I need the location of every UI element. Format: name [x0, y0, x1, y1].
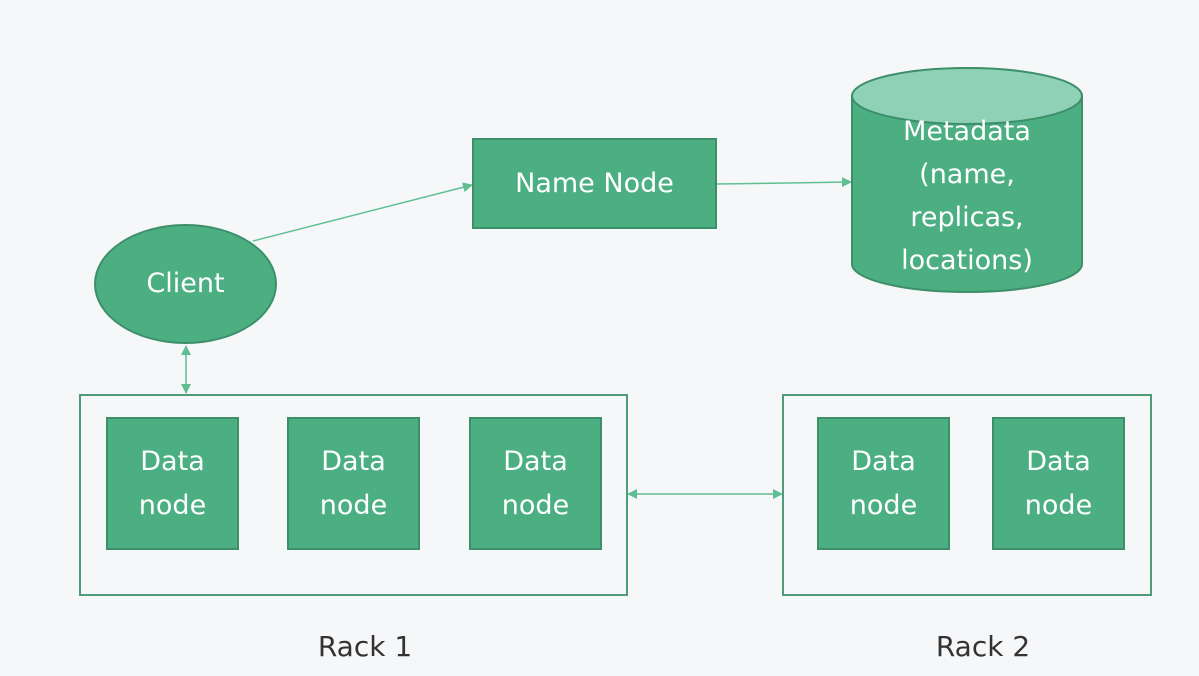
- client-label: Client: [146, 268, 225, 300]
- data-node-label-line1: Data: [851, 446, 916, 478]
- data-node-label-line1: Data: [1026, 446, 1091, 478]
- client-ellipse: Client: [94, 224, 277, 344]
- data-node-label-line2: node: [1024, 489, 1093, 521]
- rack-2-label: Rack 2: [935, 630, 1031, 663]
- edge-name-node-to-metadata: [716, 177, 852, 188]
- metadata-line-2: (name,: [919, 159, 1015, 190]
- data-node-label-line2: node: [319, 489, 388, 521]
- data-node-label-line2: node: [501, 489, 570, 521]
- edge-client-to-name-node: [252, 182, 473, 242]
- metadata-line-1: Metadata: [903, 116, 1031, 147]
- metadata-line-3: replicas,: [910, 202, 1024, 233]
- rack-1-label: Rack 1: [317, 630, 413, 663]
- data-node-label-line2: node: [138, 489, 207, 521]
- metadata-text: Metadata (name, replicas, locations): [852, 110, 1082, 282]
- data-node-label-line1: Data: [503, 446, 568, 478]
- name-node-label: Name Node: [515, 167, 674, 199]
- rack-2-container: [782, 394, 1152, 596]
- data-node-label-line2: node: [849, 489, 918, 521]
- rack-1-data-node-3: Data node: [469, 417, 602, 550]
- rack-2-data-node-1: Data node: [817, 417, 950, 550]
- rack-1-data-node-1: Data node: [106, 417, 239, 550]
- rack-1-container: [79, 394, 628, 596]
- data-node-label-line1: Data: [140, 446, 205, 478]
- rack-1-data-node-2: Data node: [287, 417, 420, 550]
- metadata-cylinder-top: [851, 67, 1083, 125]
- data-node-label-line1: Data: [321, 446, 386, 478]
- rack-2-data-node-2: Data node: [992, 417, 1125, 550]
- metadata-cylinder: [851, 67, 1083, 293]
- metadata-cylinder-body: [851, 95, 1083, 293]
- name-node-box: Name Node: [472, 138, 717, 229]
- metadata-line-4: locations): [901, 245, 1033, 276]
